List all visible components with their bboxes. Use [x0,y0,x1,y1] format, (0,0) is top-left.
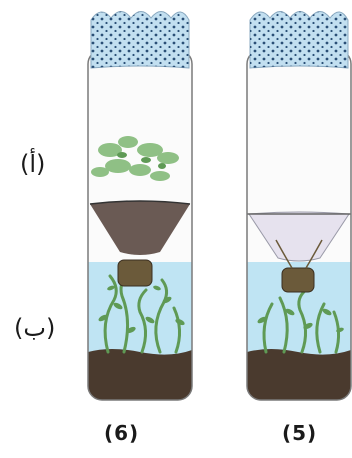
label-bottle-6: (6) [104,423,139,443]
bottle-5-soil [247,349,351,400]
bottle-5-neck-plug [282,268,314,292]
label-bottle-5: (5) [282,423,317,443]
label-bottom-section: (ب) [14,316,55,340]
bottle-5-cap-holes [250,12,348,69]
bottle-6 [88,12,192,401]
label-top-section: (أ) [20,152,45,176]
bottle-6-soil [88,349,192,400]
bottle-6-cap-holes [91,12,189,69]
bottle-6-neck-plug [118,260,152,286]
bottle-5 [247,12,351,401]
